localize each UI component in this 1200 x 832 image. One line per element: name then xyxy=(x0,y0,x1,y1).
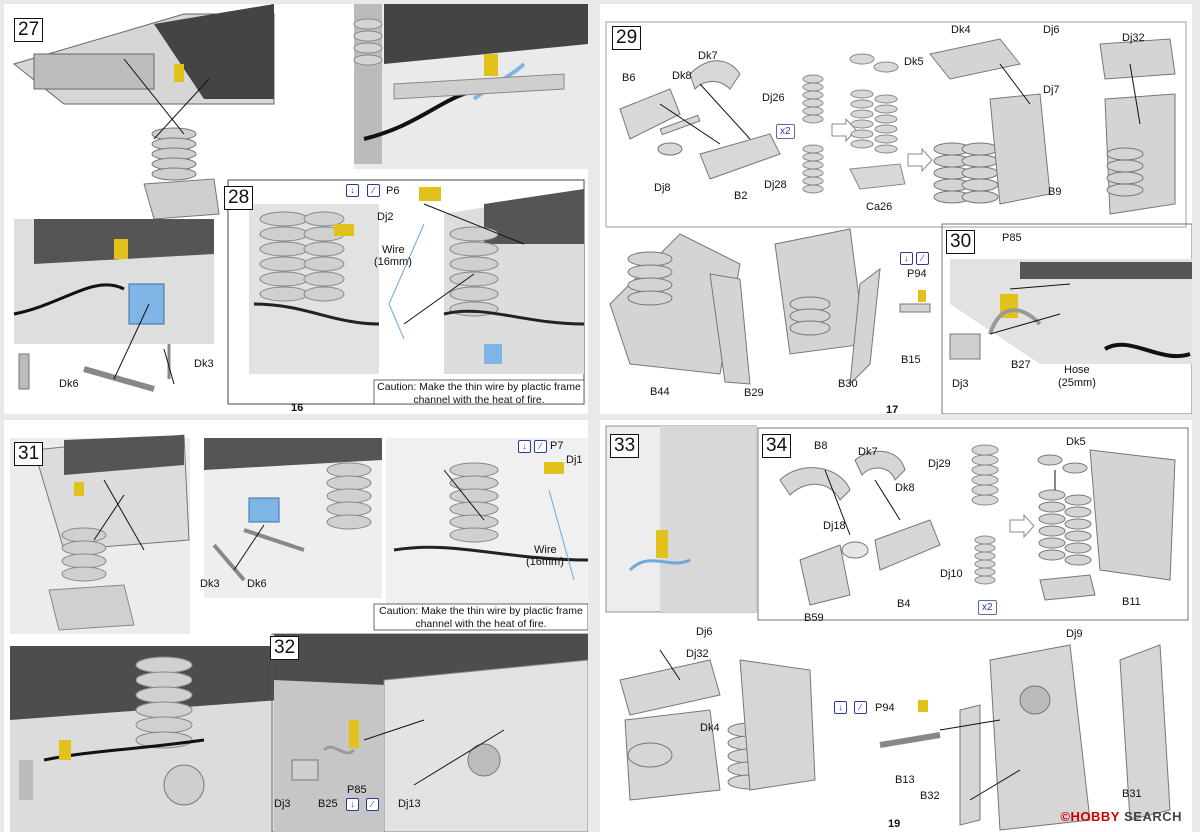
part-label-dj13: Dj13 xyxy=(398,798,421,810)
watermark: ©HOBBY SEARCH xyxy=(1060,809,1182,824)
part-label-dj3: Dj3 xyxy=(274,798,291,810)
part-label-dj6: Dj6 xyxy=(1043,24,1060,36)
caution-line-1: Caution: Make the thin wire by plactic f… xyxy=(379,605,583,617)
manual-page-19: 33 34 B8 Dk7 Dk8 Dj18 B59 B4 Dj29 Dj10 x… xyxy=(600,420,1192,832)
wire-label: Wire xyxy=(534,544,557,556)
manual-page-16: 27 Dk3 Dk6 28 ↓ ∕ P6 Dj2 Wire (16mm) Cau… xyxy=(4,4,588,414)
glue-brush-icon: ∕ xyxy=(854,701,867,714)
part-label-p94: P94 xyxy=(875,702,895,714)
wire-length-label: (16mm) xyxy=(526,556,564,568)
part-label-dj29: Dj29 xyxy=(928,458,951,470)
down-arrow-icon: ↓ xyxy=(900,252,913,265)
manual-page-18: 31 ↓ ∕ P7 Dj1 Wire (16mm) Dk3 Dk6 Cautio… xyxy=(4,420,588,832)
down-arrow-icon: ↓ xyxy=(346,798,359,811)
part-label-b29: B29 xyxy=(744,387,764,399)
part-label-b9: B9 xyxy=(1048,186,1062,198)
part-label-b59: B59 xyxy=(804,612,824,624)
part-label-dj18: Dj18 xyxy=(823,520,846,532)
glue-brush-icon: ∕ xyxy=(916,252,929,265)
part-label-dj32: Dj32 xyxy=(1122,32,1145,44)
wire-length-label: (16mm) xyxy=(374,256,412,268)
quantity-x2-step-34: x2 xyxy=(978,600,997,615)
part-label-dk8: Dk8 xyxy=(672,70,692,82)
part-label-b11: B11 xyxy=(1122,596,1141,608)
part-label-dk3: Dk3 xyxy=(200,578,220,590)
glue-brush-icon: ∕ xyxy=(534,440,547,453)
part-label-b44: B44 xyxy=(650,386,670,398)
part-label-b25: B25 xyxy=(318,798,338,810)
page-number-16: 16 xyxy=(291,402,304,414)
watermark-text: SEARCH xyxy=(1119,809,1182,824)
part-label-dj7: Dj7 xyxy=(1043,84,1060,96)
watermark-symbol: © xyxy=(1060,809,1071,824)
step-number-34: 34 xyxy=(762,434,792,458)
part-label-dk6: Dk6 xyxy=(59,378,79,390)
step-number-33: 33 xyxy=(610,434,640,458)
down-arrow-icon: ↓ xyxy=(834,701,847,714)
wire-label: Wire xyxy=(382,244,405,256)
step-number-30: 30 xyxy=(946,230,976,254)
part-label-dj8: Dj8 xyxy=(654,182,671,194)
part-label-b32: B32 xyxy=(920,790,940,802)
hose-label: Hose xyxy=(1064,364,1090,376)
part-label-b2: B2 xyxy=(734,190,748,202)
down-arrow-icon: ↓ xyxy=(518,440,531,453)
page-number-19: 19 xyxy=(888,818,901,830)
part-label-p85: P85 xyxy=(1002,232,1022,244)
watermark-brand: HOBBY xyxy=(1070,809,1120,824)
part-label-b8: B8 xyxy=(814,440,828,452)
part-label-dk8: Dk8 xyxy=(895,482,915,494)
part-label-dk4: Dk4 xyxy=(951,24,971,36)
part-label-b31: B31 xyxy=(1122,788,1142,800)
caution-line-2: channel with the heat of fire. xyxy=(415,618,547,631)
glue-brush-icon: ∕ xyxy=(367,184,380,197)
part-label-b13: B13 xyxy=(895,774,915,786)
step-number-27: 27 xyxy=(14,18,44,42)
manual-page-17: 29 B6 Dk8 Dk7 Dj8 B2 Dj26 x2 Dj28 Dk5 Ca… xyxy=(600,4,1192,414)
part-label-p6: P6 xyxy=(386,185,400,197)
part-label-dk6: Dk6 xyxy=(247,578,267,590)
part-label-p7: P7 xyxy=(550,440,564,452)
part-label-dk4: Dk4 xyxy=(700,722,720,734)
part-label-dk7: Dk7 xyxy=(858,446,878,458)
part-label-dk3: Dk3 xyxy=(194,358,214,370)
page-19-illustration xyxy=(605,425,1189,831)
part-label-dk7: Dk7 xyxy=(698,50,718,62)
page-17-illustration xyxy=(605,21,1192,414)
part-label-dj10: Dj10 xyxy=(940,568,963,580)
part-label-b4: B4 xyxy=(897,598,911,610)
part-label-p94: P94 xyxy=(907,268,927,280)
step-number-32: 32 xyxy=(270,636,300,660)
part-label-dj26: Dj26 xyxy=(762,92,785,104)
part-label-dj9: Dj9 xyxy=(1066,628,1083,640)
part-label-dj1: Dj1 xyxy=(566,454,583,466)
part-label-ca26: Ca26 xyxy=(866,201,893,213)
part-label-p85: P85 xyxy=(347,784,367,796)
part-label-dj3: Dj3 xyxy=(952,378,969,390)
part-label-dk5: Dk5 xyxy=(1066,436,1086,448)
glue-brush-icon: ∕ xyxy=(366,798,379,811)
part-label-dj6: Dj6 xyxy=(696,626,713,638)
part-label-dk5: Dk5 xyxy=(904,56,924,68)
page-18-illustration xyxy=(10,434,588,832)
step-number-29: 29 xyxy=(612,26,642,50)
hose-length-label: (25mm) xyxy=(1058,377,1096,389)
part-label-b6: B6 xyxy=(622,72,636,84)
part-label-b27: B27 xyxy=(1011,359,1031,371)
down-arrow-icon: ↓ xyxy=(346,184,359,197)
caution-line-2: channel with the heat of fire. xyxy=(413,394,545,407)
caution-note-step-28: Caution: Make the thin wire by plactic f… xyxy=(375,381,583,407)
part-label-b15: B15 xyxy=(901,354,921,366)
caution-note-step-31: Caution: Make the thin wire by plactic f… xyxy=(375,605,587,631)
part-label-dj32: Dj32 xyxy=(686,648,709,660)
step-number-31: 31 xyxy=(14,442,44,466)
caution-line-1: Caution: Make the thin wire by plactic f… xyxy=(377,381,581,393)
part-label-dj28: Dj28 xyxy=(764,179,787,191)
quantity-x2-step-29: x2 xyxy=(776,124,795,139)
page-16-illustration xyxy=(12,4,588,405)
part-label-b30: B30 xyxy=(838,378,858,390)
page-number-17: 17 xyxy=(886,404,899,414)
part-label-dj2: Dj2 xyxy=(377,211,394,223)
step-number-28: 28 xyxy=(224,186,254,210)
